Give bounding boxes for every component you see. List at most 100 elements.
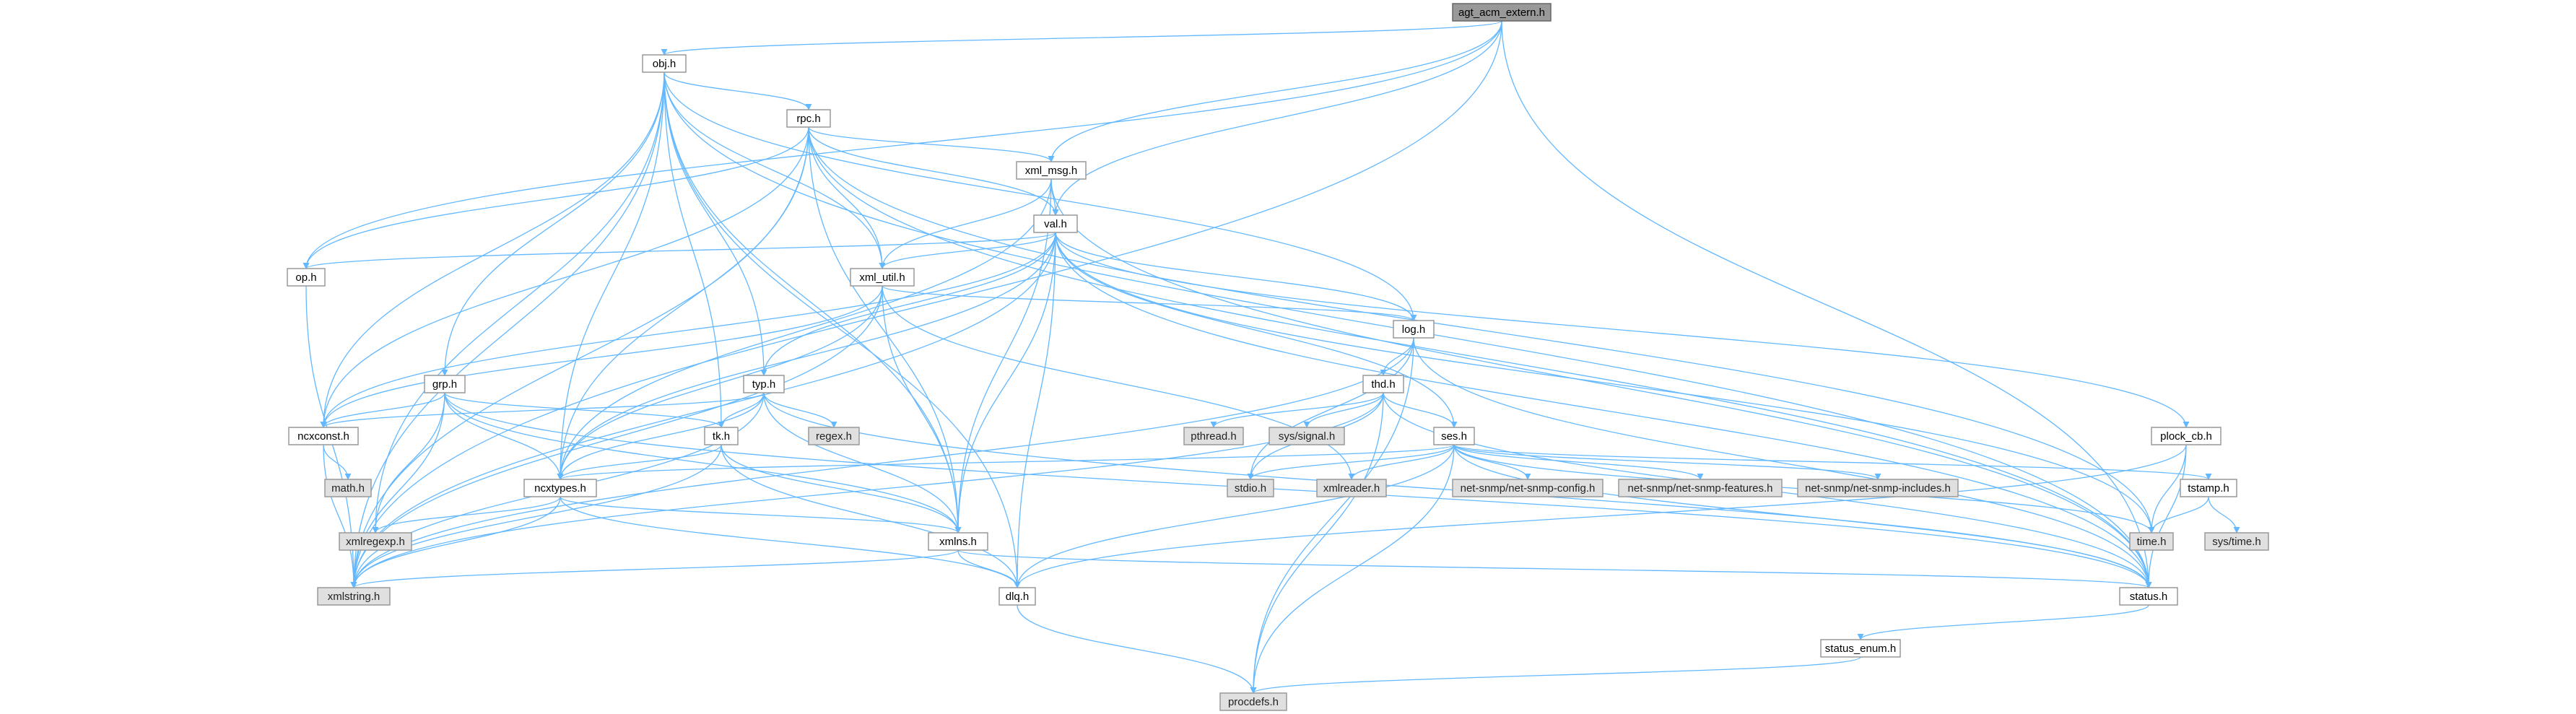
- edge-line: [1017, 604, 1257, 694]
- edge-line: [320, 392, 445, 428]
- node-label: xml_util.h: [859, 271, 905, 284]
- node-status[interactable]: status.h: [2119, 587, 2178, 606]
- node-ses[interactable]: ses.h: [1433, 427, 1475, 445]
- edge-tk-to-xmlstring: [350, 444, 722, 588]
- node-box: [1016, 161, 1087, 180]
- node-box: [2119, 587, 2178, 606]
- node-log[interactable]: log.h: [1393, 320, 1435, 339]
- edge-grp-to-ncxtypes: [444, 392, 564, 480]
- edge-line: [2208, 496, 2240, 534]
- node-label: stdio.h: [1235, 482, 1266, 495]
- edge-line: [1055, 232, 2190, 428]
- node-ncxconst[interactable]: ncxconst.h: [288, 427, 359, 445]
- node-xmlns[interactable]: xmlns.h: [928, 532, 988, 551]
- node-label: grp.h: [432, 378, 457, 391]
- edge-line: [323, 444, 352, 480]
- node-xml-msg[interactable]: xml_msg.h: [1016, 161, 1087, 180]
- edge-ncxtypes-to-xmlstring: [350, 496, 561, 588]
- node-obj[interactable]: obj.h: [642, 54, 687, 73]
- node-box: [1820, 639, 1901, 658]
- edge-line: [1453, 444, 2212, 480]
- edge-line: [1247, 444, 1455, 480]
- node-label: obj.h: [653, 58, 676, 70]
- edge-tk-to-xmlns: [721, 444, 962, 534]
- node-box: [1227, 479, 1274, 497]
- node-label: time.h: [2137, 536, 2167, 548]
- edge-line: [372, 392, 445, 534]
- edge-ses-to-nsfeatures: [1453, 444, 1704, 480]
- edge-rpc-to-op: [303, 126, 809, 269]
- node-label: agt_acm_extern.h: [1458, 6, 1545, 19]
- node-tk[interactable]: tk.h: [704, 427, 739, 445]
- edge-line: [1250, 656, 1861, 694]
- node-val[interactable]: val.h: [1033, 214, 1078, 233]
- node-tstamp[interactable]: tstamp.h: [2180, 479, 2237, 497]
- edge-line: [1413, 337, 2152, 588]
- edge-line: [1250, 444, 1455, 694]
- edge-obj-to-xmlregexp: [372, 71, 665, 534]
- node-ncxtypes[interactable]: ncxtypes.h: [523, 479, 597, 497]
- edge-line: [721, 444, 1021, 588]
- edge-agt_acm_extern-to-obj: [661, 20, 1502, 56]
- node-rpc[interactable]: rpc.h: [786, 109, 831, 128]
- node-label: sys/signal.h: [1279, 430, 1335, 443]
- edge-tk-to-ncxtypes: [557, 444, 722, 480]
- node-plock-cb[interactable]: plock_cb.h: [2151, 427, 2222, 445]
- node-box: [928, 532, 988, 551]
- edge-grp-to-tk: [444, 392, 725, 428]
- edge-agt_acm_extern-to-status: [1501, 20, 2152, 588]
- node-label: regex.h: [816, 430, 852, 443]
- edge-xmlns-to-dlq: [957, 549, 1021, 588]
- edge-val-to-ses: [1055, 232, 1458, 428]
- edge-line: [663, 71, 886, 269]
- node-sys-time: sys/time.h: [2204, 532, 2269, 551]
- node-dlq[interactable]: dlq.h: [998, 587, 1036, 606]
- node-thd[interactable]: thd.h: [1362, 375, 1404, 393]
- edge-ncxtypes-to-xmlregexp: [372, 496, 561, 534]
- node-box: [1797, 479, 1959, 497]
- node-sys-signal: sys/signal.h: [1269, 427, 1345, 445]
- node-status-enum[interactable]: status_enum.h: [1820, 639, 1901, 658]
- edge-agt_acm_extern-to-op: [303, 20, 1502, 269]
- node-box: [317, 587, 391, 606]
- edge-val-to-typ: [760, 232, 1056, 376]
- edge-grp-to-xmlns: [444, 392, 962, 534]
- edge-rpc-to-val: [808, 126, 1059, 216]
- node-label: status_enum.h: [1825, 643, 1896, 655]
- edge-line: [444, 392, 2152, 588]
- edge-line: [1453, 444, 1531, 480]
- edge-xml_msg-to-status: [1050, 178, 2152, 588]
- node-op[interactable]: op.h: [287, 268, 326, 287]
- edge-line: [2148, 444, 2187, 534]
- edge-obj-to-grp: [441, 71, 665, 376]
- edge-line: [808, 126, 1059, 216]
- edge-thd-to-pthread: [1210, 392, 1384, 428]
- node-typ[interactable]: typ.h: [743, 375, 785, 393]
- edge-dlq-to-procdefs: [1017, 604, 1257, 694]
- edge-line: [303, 20, 1502, 269]
- node-label: val.h: [1044, 218, 1067, 230]
- edge-line: [661, 20, 1502, 56]
- edge-line: [663, 71, 1021, 588]
- node-xmlreader: xmlreader.h: [1316, 479, 1387, 497]
- edge-val-to-xmlns: [954, 232, 1056, 534]
- edge-tstamp-to-time: [2148, 496, 2209, 534]
- edge-line: [320, 392, 765, 428]
- node-box: [850, 268, 915, 287]
- node-xml-util[interactable]: xml_util.h: [850, 268, 915, 287]
- node-box: [523, 479, 597, 497]
- node-label: tstamp.h: [2188, 482, 2229, 495]
- edge-line: [560, 496, 962, 534]
- edge-grp-to-status: [444, 392, 2152, 588]
- edge-val-to-ncxtypes: [557, 232, 1056, 480]
- node-label: xmlreader.h: [1323, 482, 1380, 495]
- edge-line: [879, 232, 1056, 269]
- edge-line: [808, 126, 886, 269]
- edge-xmlns-to-xmlstring: [350, 549, 959, 588]
- node-label: xmlregexp.h: [346, 536, 405, 548]
- edge-xml_util-to-xmlreader: [882, 285, 1355, 480]
- node-label: procdefs.h: [1228, 696, 1279, 708]
- node-label: ncxtypes.h: [534, 482, 586, 495]
- edge-xml_msg-to-ncxtypes: [557, 178, 1052, 480]
- node-grp[interactable]: grp.h: [424, 375, 466, 393]
